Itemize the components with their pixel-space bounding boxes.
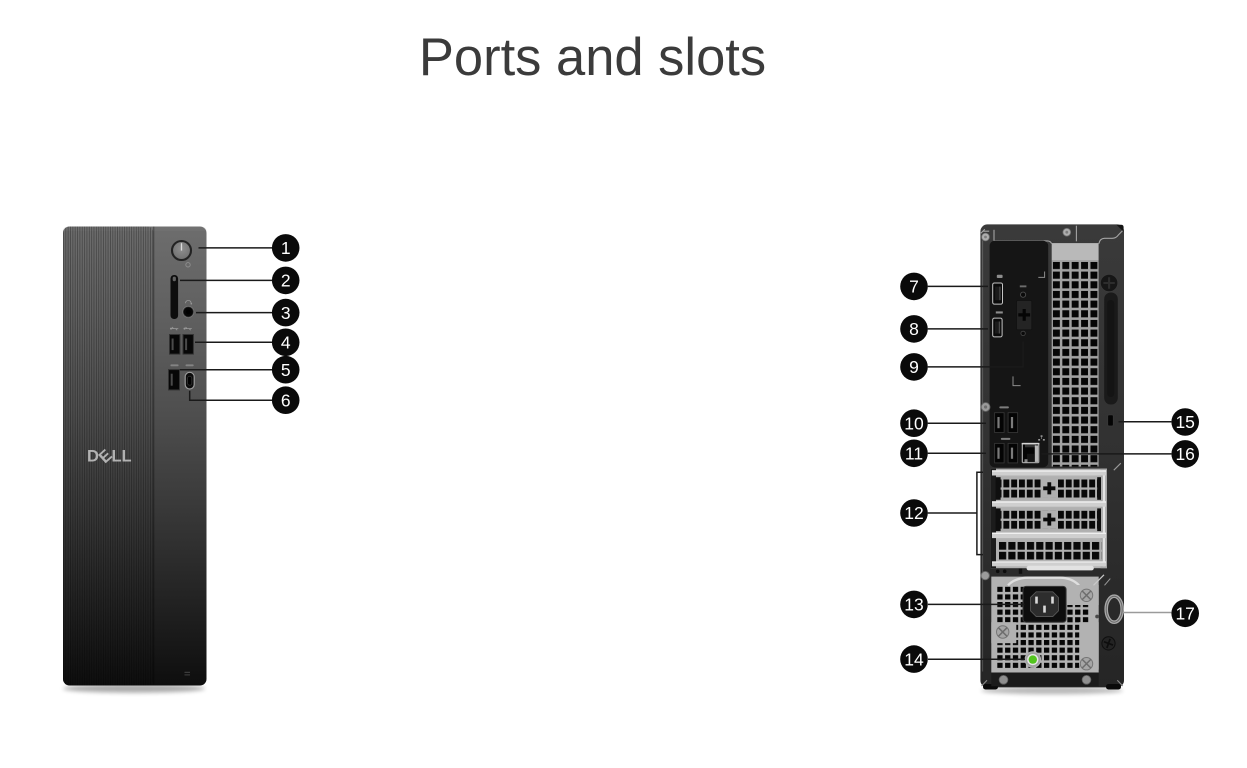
svg-text:3: 3	[281, 303, 291, 323]
svg-text:1: 1	[281, 238, 291, 258]
svg-text:13: 13	[904, 595, 923, 615]
svg-text:D: D	[87, 448, 99, 466]
svg-text:16: 16	[1175, 444, 1194, 464]
svg-text:4: 4	[281, 333, 291, 353]
svg-text:8: 8	[909, 319, 919, 339]
svg-text:L: L	[122, 448, 132, 466]
svg-text:7: 7	[909, 277, 919, 297]
svg-text:6: 6	[281, 390, 291, 410]
svg-text:2: 2	[281, 271, 291, 291]
svg-text:15: 15	[1175, 412, 1194, 432]
svg-text:9: 9	[909, 357, 919, 377]
svg-text:Ports and slots: Ports and slots	[419, 28, 766, 87]
svg-text:17: 17	[1175, 604, 1194, 624]
svg-text:5: 5	[281, 360, 291, 380]
svg-text:10: 10	[904, 413, 924, 433]
svg-text:11: 11	[905, 444, 923, 464]
svg-text:L: L	[112, 448, 122, 466]
svg-text:12: 12	[904, 503, 923, 523]
svg-text:14: 14	[904, 649, 924, 669]
